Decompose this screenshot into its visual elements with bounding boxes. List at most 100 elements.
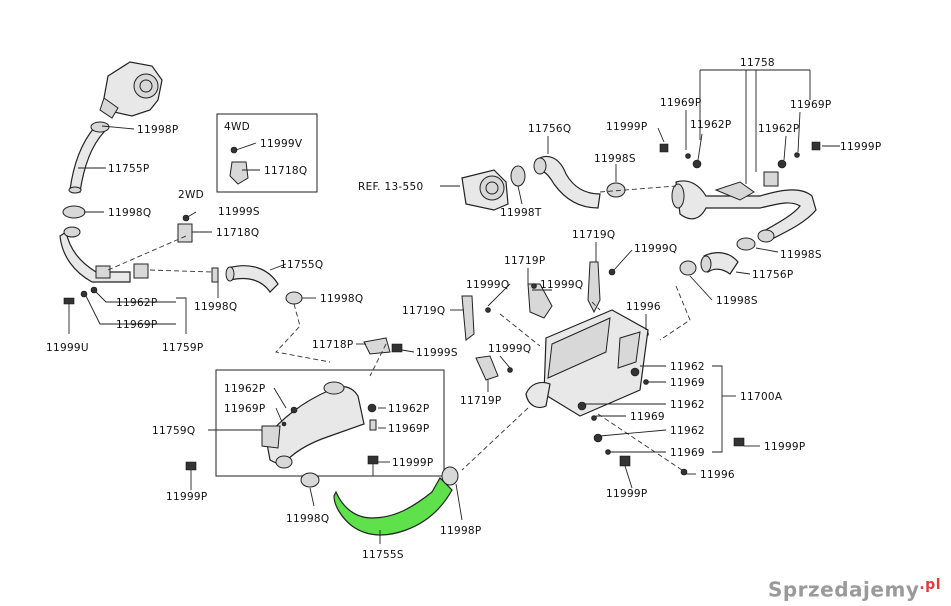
- label-11969p-left: 11969P: [116, 319, 158, 331]
- label-11999p-tr: 11999P: [840, 141, 882, 153]
- hose-11755p: [68, 121, 110, 194]
- pipe-11758: [671, 171, 817, 243]
- bracket-11719p-bot: [475, 355, 499, 381]
- label-11962-a: 11962: [670, 361, 705, 373]
- label-11969p-tl: 11969P: [660, 97, 702, 109]
- label-11998t: 11998T: [500, 207, 542, 219]
- label-11999p-left: 11999P: [166, 491, 208, 503]
- label-11755s: 11755S: [362, 549, 404, 561]
- washer-11969p-tr: [794, 152, 800, 158]
- washer-11969p-tl: [685, 153, 691, 159]
- label-11998s-top: 11998S: [594, 153, 636, 165]
- label-11996-top: 11996: [626, 301, 661, 313]
- label-11718p: 11718P: [312, 339, 354, 351]
- bracket-11719q-top: [587, 261, 601, 314]
- label-11998s-lower: 11998S: [716, 295, 758, 307]
- label-11998q-bot: 11998Q: [286, 513, 329, 525]
- label-11969p-box: 11969P: [224, 403, 266, 415]
- label-2wd: 2WD: [178, 189, 204, 201]
- label-11759q: 11759Q: [152, 425, 195, 437]
- label-ref-13-550: REF. 13-550: [358, 181, 423, 193]
- label-11999q-a: 11999Q: [466, 279, 509, 291]
- watermark-text: Sprzedajemy: [767, 578, 920, 602]
- label-11962p-tr: 11962P: [758, 123, 800, 135]
- box-4wd: [216, 113, 318, 193]
- nut-11962p-tr: [777, 159, 787, 169]
- nut-11962p-tl: [692, 159, 702, 169]
- label-11718q-2wd: 11718Q: [216, 227, 259, 239]
- label-11996-bot: 11996: [700, 469, 735, 481]
- label-11756q: 11756Q: [528, 123, 571, 135]
- box-11759q: [215, 369, 445, 477]
- pipe-11759p: [59, 226, 149, 283]
- hose-11756p: [700, 252, 739, 275]
- bracket-11718p: [363, 337, 391, 355]
- clamp-11998s-lower: [679, 260, 697, 276]
- label-11755p: 11755P: [108, 163, 150, 175]
- label-11962p-box2: 11962P: [388, 403, 430, 415]
- label-11999q-top: 11999Q: [634, 243, 677, 255]
- turbocharger: [99, 61, 163, 119]
- label-11962-b: 11962: [670, 399, 705, 411]
- clamp-11998t: [510, 165, 526, 187]
- bracket-11718q-2wd: [177, 223, 193, 243]
- washer-11969p: [80, 290, 88, 298]
- label-11962p-left: 11962P: [116, 297, 158, 309]
- label-11756p: 11756P: [752, 269, 794, 281]
- label-11755q: 11755Q: [280, 259, 323, 271]
- label-11969-c: 11969: [670, 447, 705, 459]
- intercooler-11700a: [525, 309, 649, 417]
- label-11999p-right: 11999P: [764, 441, 806, 453]
- label-11719q-top: 11719Q: [572, 229, 615, 241]
- label-11999q-c: 11999Q: [488, 343, 531, 355]
- label-4wd: 4WD: [224, 121, 250, 133]
- label-11758: 11758: [740, 57, 775, 69]
- label-11999p-tl: 11999P: [606, 121, 648, 133]
- label-11962-c: 11962: [670, 425, 705, 437]
- label-11962p-tl: 11962P: [690, 119, 732, 131]
- bracket-11719p-top: [527, 283, 553, 319]
- label-11759p: 11759P: [162, 342, 204, 354]
- label-11719p-top: 11719P: [504, 255, 546, 267]
- hose-11755s-highlighted: [333, 477, 453, 536]
- label-11999q-b: 11999Q: [540, 279, 583, 291]
- bolt-11999p-tr: [811, 141, 821, 151]
- watermark-logo: Sprzedajemy.pl: [768, 577, 941, 602]
- clamp-11998s-right: [736, 237, 756, 251]
- label-11969-a: 11969: [670, 377, 705, 389]
- label-11999p-box: 11999P: [392, 457, 434, 469]
- label-11998s-right: 11998S: [780, 249, 822, 261]
- label-11999p-bot: 11999P: [606, 488, 648, 500]
- hose-11756q: [533, 155, 601, 209]
- hose-11755q: [211, 265, 303, 305]
- label-11718q-4wd: 11718Q: [264, 165, 307, 177]
- label-11969-b: 11969: [630, 411, 665, 423]
- label-11999s-mid: 11999S: [416, 347, 458, 359]
- clamp-11998q-bot: [300, 472, 320, 488]
- label-11999v: 11999V: [260, 138, 303, 150]
- label-11998q-left: 11998Q: [108, 207, 151, 219]
- watermark-suffix: .pl: [919, 577, 941, 594]
- label-11719p-bot: 11719P: [460, 395, 502, 407]
- label-11969p-tr: 11969P: [790, 99, 832, 111]
- clamp-11998s-top: [606, 182, 626, 198]
- nut-11962p: [90, 286, 98, 294]
- pipe-11759q: [261, 381, 365, 469]
- label-11700a: 11700A: [740, 391, 783, 403]
- bracket-11719q-left: [461, 295, 475, 341]
- label-11999u: 11999U: [46, 342, 89, 354]
- bolt-11999p-tl: [659, 143, 669, 153]
- label-11998p-bot: 11998P: [440, 525, 482, 537]
- label-11719q-left: 11719Q: [402, 305, 445, 317]
- bolt-11999u: [63, 297, 75, 305]
- label-11998q-mid: 11998Q: [194, 301, 237, 313]
- label-11998p-top: 11998P: [137, 124, 179, 136]
- clamp-11998q-left: [62, 205, 86, 219]
- label-11962p-box: 11962P: [224, 383, 266, 395]
- label-11969p-box2: 11969P: [388, 423, 430, 435]
- label-11998q-clamp: 11998Q: [320, 293, 363, 305]
- throttle-body: [461, 169, 509, 211]
- clamp-11998p-bot: [441, 466, 459, 486]
- label-11999s-2wd: 11999S: [218, 206, 260, 218]
